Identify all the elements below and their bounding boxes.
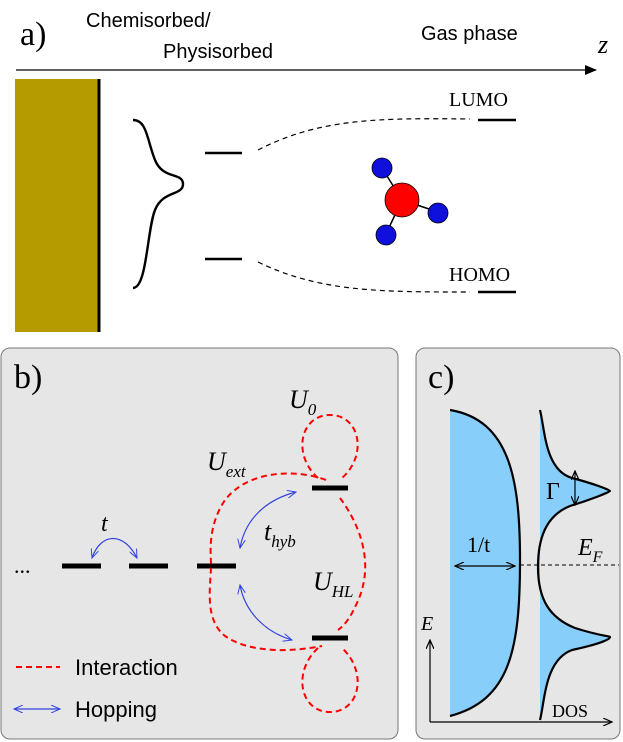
hopping-arrow[interactable]: [92, 538, 137, 559]
molecule-dos-curve: [536, 409, 612, 721]
molecule-icon: [371, 157, 449, 246]
legend: Interaction Hopping: [14, 655, 178, 722]
physisorbed-label: Physisorbed: [163, 41, 273, 63]
panel-c: c) EF 1/t Γ E DOS: [415, 347, 621, 740]
t-hyb-label: thyb: [264, 517, 296, 551]
chain-dos-curve: [449, 408, 522, 718]
hybridization-arrow-upper[interactable]: [240, 492, 296, 548]
fermi-level-label: EF: [577, 535, 603, 566]
panel-b-box: [0, 347, 399, 740]
ligand-atom: [371, 157, 393, 179]
u0-label: U0: [289, 385, 317, 419]
gamma-label: Γ: [546, 479, 560, 505]
homo-label: HOMO: [449, 264, 510, 286]
u-hl-interaction-loop[interactable]: [337, 497, 367, 631]
panel-a: a) Chemisorbed/ Physisorbed Gas phase z …: [15, 10, 608, 332]
dos-axis-label: DOS: [552, 701, 588, 721]
u-ext-label: Uext: [207, 447, 247, 481]
hybridization-arrow-lower[interactable]: [240, 585, 292, 640]
panel-b: b) ... t thyb Uext U0 UHL Interaction Ho…: [0, 347, 399, 740]
legend-interaction-label: Interaction: [75, 655, 178, 680]
inverse-t-label: 1/t: [467, 532, 490, 557]
ligand-atom: [375, 224, 397, 246]
surface-dos-curve: [132, 118, 185, 290]
u-hl-label: UHL: [313, 567, 354, 601]
metal-surface: [15, 79, 99, 332]
gas-phase-label: Gas phase: [421, 23, 518, 45]
panel-a-label: a): [20, 16, 46, 53]
panel-c-label: c): [428, 359, 454, 396]
lumo-label: LUMO: [449, 89, 508, 111]
molecule-dos-fill: [538, 410, 610, 720]
energy-axis-label: E: [420, 613, 433, 635]
legend-hopping-label: Hopping: [75, 697, 157, 722]
chemisorbed-label: Chemisorbed/: [86, 10, 211, 32]
homo-interaction-loop[interactable]: [301, 647, 359, 714]
homo-connector: [257, 261, 471, 293]
u-ext-interaction-loop[interactable]: [208, 472, 327, 652]
hopping-t-label: t: [101, 511, 109, 537]
z-axis-label: z: [597, 30, 608, 59]
panel-b-label: b): [14, 359, 42, 396]
lumo-connector: [257, 118, 471, 151]
ligand-atom: [427, 202, 449, 224]
interaction-loops: [208, 413, 367, 714]
chain-ellipsis: ...: [14, 553, 31, 578]
u0-interaction-loop[interactable]: [301, 413, 359, 479]
center-atom: [384, 182, 420, 218]
